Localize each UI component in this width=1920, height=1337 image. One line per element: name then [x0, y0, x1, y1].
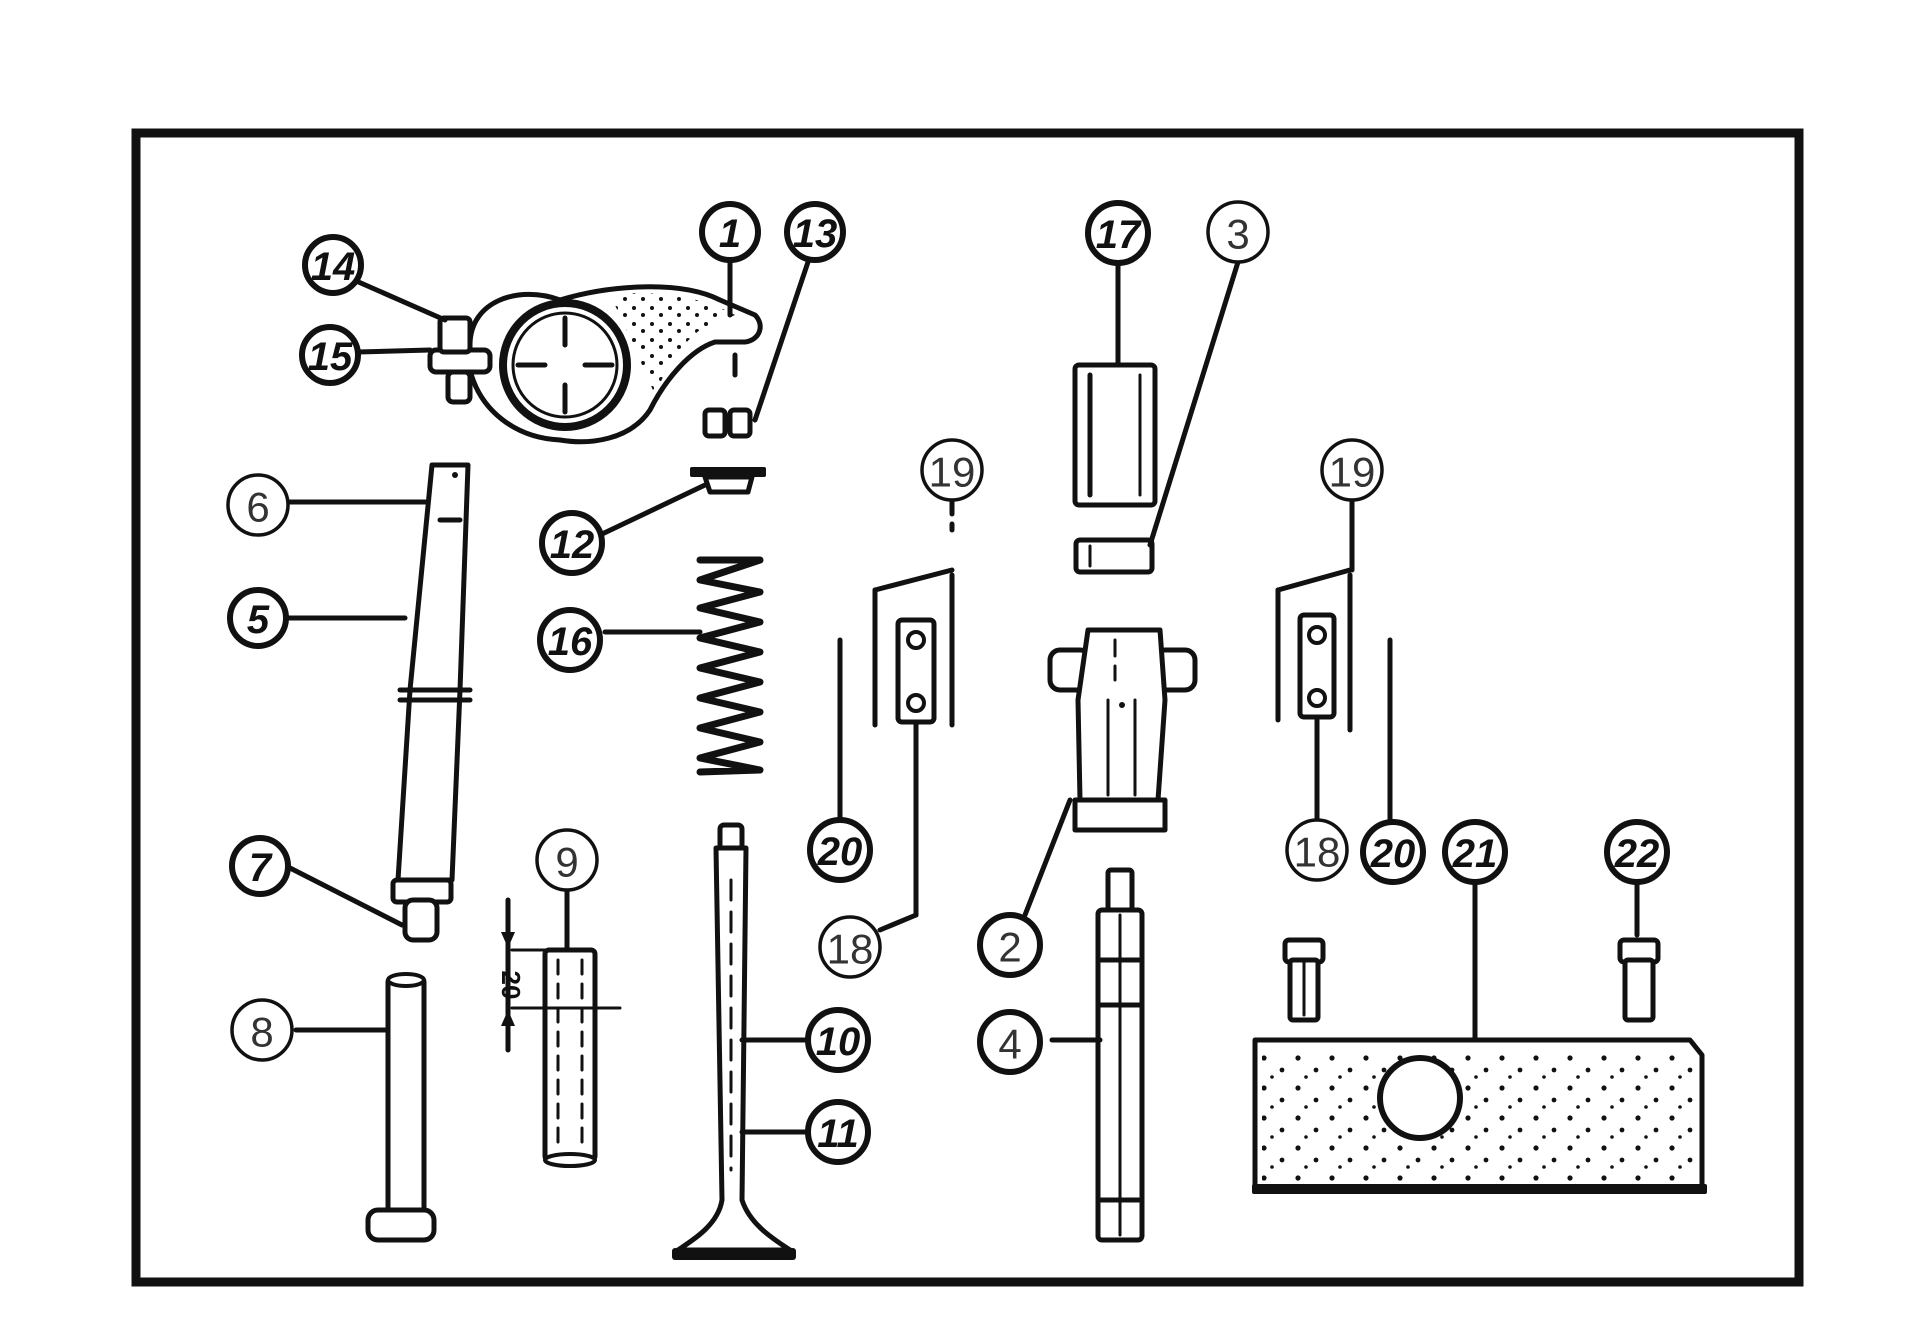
callout-10: 10	[805, 1007, 871, 1073]
callout-9: 9	[535, 828, 599, 892]
svg-text:13: 13	[793, 212, 838, 256]
svg-text:5: 5	[247, 598, 270, 642]
bushing-cap	[1073, 537, 1155, 575]
svg-text:20: 20	[817, 830, 863, 874]
svg-text:17: 17	[1096, 213, 1142, 257]
rocker-shaft	[1095, 867, 1145, 1243]
callout-7: 7	[229, 835, 291, 897]
svg-text:14: 14	[311, 245, 356, 289]
push-rod	[390, 462, 473, 943]
svg-text:9: 9	[555, 839, 578, 886]
link-plate-left	[837, 567, 955, 823]
callout-18-left: 18	[818, 915, 882, 979]
callout-17: 17	[1085, 200, 1151, 266]
callout-14: 14	[302, 234, 364, 296]
bolt-left	[1282, 937, 1326, 1023]
svg-text:19: 19	[929, 449, 976, 496]
callout-2: 2	[977, 912, 1043, 978]
callout-19-right: 19	[1320, 438, 1384, 502]
svg-text:22: 22	[1614, 832, 1660, 876]
svg-text:7: 7	[249, 846, 273, 890]
svg-text:6: 6	[246, 484, 269, 531]
svg-text:18: 18	[1294, 829, 1341, 876]
svg-text:1: 1	[719, 212, 741, 256]
rocker-support	[1047, 627, 1198, 833]
callout-20-right: 20	[1360, 819, 1426, 885]
dimension-label: 20	[496, 971, 526, 1000]
callout-15: 15	[299, 324, 361, 386]
valve-spring	[696, 556, 764, 776]
callout-20-left: 20	[807, 817, 873, 883]
link-plate-right	[1275, 567, 1393, 823]
callout-16: 16	[537, 607, 603, 673]
callout-11: 11	[805, 1099, 871, 1165]
valve-guide: 20	[496, 897, 622, 1168]
svg-text:15: 15	[308, 335, 353, 379]
callout-4: 4	[977, 1009, 1043, 1075]
callout-22: 22	[1604, 819, 1670, 885]
svg-text:4: 4	[998, 1021, 1021, 1068]
svg-text:20: 20	[1370, 832, 1416, 876]
callout-5: 5	[227, 587, 289, 649]
callout-3: 3	[1206, 200, 1270, 264]
svg-text:11: 11	[817, 1112, 859, 1156]
base-block	[1252, 1037, 1707, 1194]
svg-text:3: 3	[1226, 211, 1249, 258]
callout-12: 12	[539, 510, 605, 576]
bolt-right	[1617, 937, 1661, 1023]
svg-text:8: 8	[250, 1009, 273, 1056]
spring-retainer	[690, 467, 766, 495]
callout-13: 13	[784, 201, 846, 263]
rocker-bushing	[1072, 362, 1158, 508]
tappet	[365, 972, 437, 1243]
svg-text:2: 2	[998, 924, 1021, 971]
svg-text:18: 18	[827, 926, 874, 973]
callout-6: 6	[226, 473, 290, 537]
leader-lines	[282, 257, 1640, 1135]
svg-text:12: 12	[550, 523, 595, 567]
callout-19-left: 19	[920, 438, 984, 502]
rocker-arm	[427, 284, 763, 445]
svg-text:10: 10	[816, 1020, 861, 1064]
callout-21: 21	[1442, 819, 1508, 885]
svg-text:16: 16	[548, 620, 593, 664]
svg-text:19: 19	[1329, 449, 1376, 496]
diagram-frame	[131, 128, 1804, 1287]
callout-18-right: 18	[1285, 818, 1349, 882]
callout-8: 8	[230, 998, 294, 1062]
valve	[672, 822, 796, 1260]
callout-1: 1	[699, 201, 761, 263]
svg-text:21: 21	[1452, 832, 1498, 876]
